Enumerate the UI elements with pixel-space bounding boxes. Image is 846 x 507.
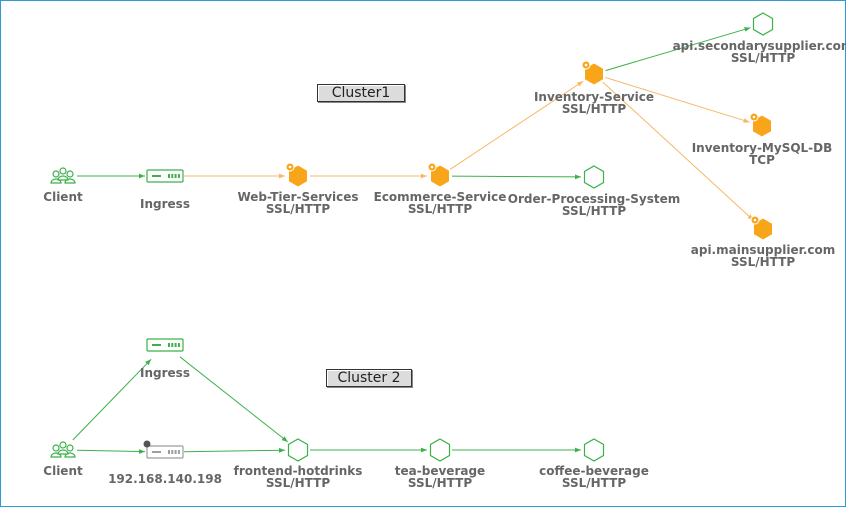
edge-ecommerce-to-orderproc <box>451 174 582 180</box>
hexagon-outline-icon <box>583 165 605 189</box>
edge-client2-to-ipnode <box>76 449 146 454</box>
node-orderproc[interactable] <box>583 165 605 189</box>
label-webtier-line-1: SSL/HTTP <box>265 202 331 216</box>
node-webtier[interactable] <box>285 162 308 188</box>
node-coffee[interactable] <box>583 438 605 462</box>
label-ipnode: 192.168.140.198 <box>108 473 222 485</box>
people-icon <box>50 441 76 458</box>
hexagon-outline-icon <box>287 438 309 462</box>
label-mainsupplier-line-0: api.mainsupplier.com <box>690 243 836 257</box>
label-ecommerce-line-1: SSL/HTTP <box>407 202 473 216</box>
label-inventory-line-1: SSL/HTTP <box>561 102 627 116</box>
edge-ipnode-to-frontend <box>183 447 286 453</box>
label-ipnode-line-0: 192.168.140.198 <box>108 472 222 486</box>
edges-layer <box>72 27 754 454</box>
label-client2: Client <box>43 465 82 477</box>
router-icon <box>146 338 184 352</box>
edge-ingress2-to-frontend <box>179 356 289 443</box>
node-mainsupplier[interactable] <box>750 215 773 241</box>
label-client2-line-0: Client <box>43 464 83 478</box>
nodes-layer <box>50 12 774 462</box>
node-ingress1[interactable] <box>146 169 184 183</box>
label-secondary-line-0: api.secondarysupplier.com <box>672 39 846 53</box>
node-client1[interactable] <box>50 167 76 184</box>
label-frontend-line-1: SSL/HTTP <box>265 476 331 490</box>
cluster2-label: Cluster 2 <box>326 369 412 387</box>
node-ecommerce[interactable] <box>427 162 450 188</box>
hexagon-outline-icon <box>752 12 774 36</box>
hexagon-filled-icon <box>749 112 772 138</box>
label-client1: Client <box>43 191 82 203</box>
label-tea-line-1: SSL/HTTP <box>407 476 473 490</box>
node-ipnode[interactable] <box>143 440 184 459</box>
router-gray-icon <box>143 440 184 459</box>
cluster1-label: Cluster1 <box>317 84 405 102</box>
hexagon-filled-icon <box>581 60 604 86</box>
label-ingress2: Ingress <box>140 367 190 379</box>
people-icon <box>50 167 76 184</box>
label-ingress2-line-0: Ingress <box>140 366 190 380</box>
label-mysql-line-1: TCP <box>749 153 775 167</box>
label-client1-line-0: Client <box>43 190 83 204</box>
label-coffee-line-0: coffee-beverage <box>539 464 649 478</box>
label-ecommerce-line-0: Ecommerce-Service <box>373 190 507 204</box>
label-coffee-line-1: SSL/HTTP <box>561 476 627 490</box>
node-tea[interactable] <box>429 438 451 462</box>
label-webtier-line-0: Web-Tier-Services <box>237 190 359 204</box>
node-client2[interactable] <box>50 441 76 458</box>
edge-inventory-to-mainsupplier <box>602 81 754 221</box>
hexagon-filled-icon <box>750 215 773 241</box>
label-ingress1: Ingress <box>140 198 190 210</box>
label-frontend-line-0: frontend-hotdrinks <box>233 464 363 478</box>
edge-inventory-to-secondary <box>605 27 751 72</box>
label-inventory-line-0: Inventory-Service <box>533 90 655 104</box>
node-secondary[interactable] <box>752 12 774 36</box>
edge-inventory-to-mysql <box>605 77 750 123</box>
edge-client2-to-ingress2 <box>72 358 152 441</box>
hexagon-filled-icon <box>427 162 450 188</box>
label-mysql-line-0: Inventory-MySQL-DB <box>691 141 833 155</box>
edge-ecommerce-to-inventory <box>449 80 584 170</box>
hexagon-outline-icon <box>429 438 451 462</box>
label-ingress1-line-0: Ingress <box>140 197 190 211</box>
node-inventory[interactable] <box>581 60 604 86</box>
node-ingress2[interactable] <box>146 338 184 352</box>
hexagon-outline-icon <box>583 438 605 462</box>
label-tea-line-0: tea-beverage <box>394 464 486 478</box>
node-mysql[interactable] <box>749 112 772 138</box>
node-frontend[interactable] <box>287 438 309 462</box>
label-secondary-line-1: SSL/HTTP <box>730 51 796 65</box>
label-mainsupplier-line-1: SSL/HTTP <box>730 255 796 269</box>
hexagon-filled-icon <box>285 162 308 188</box>
label-orderproc-line-1: SSL/HTTP <box>561 204 627 218</box>
label-orderproc-line-0: Order-Processing-System <box>507 192 681 206</box>
router-icon <box>146 169 184 183</box>
